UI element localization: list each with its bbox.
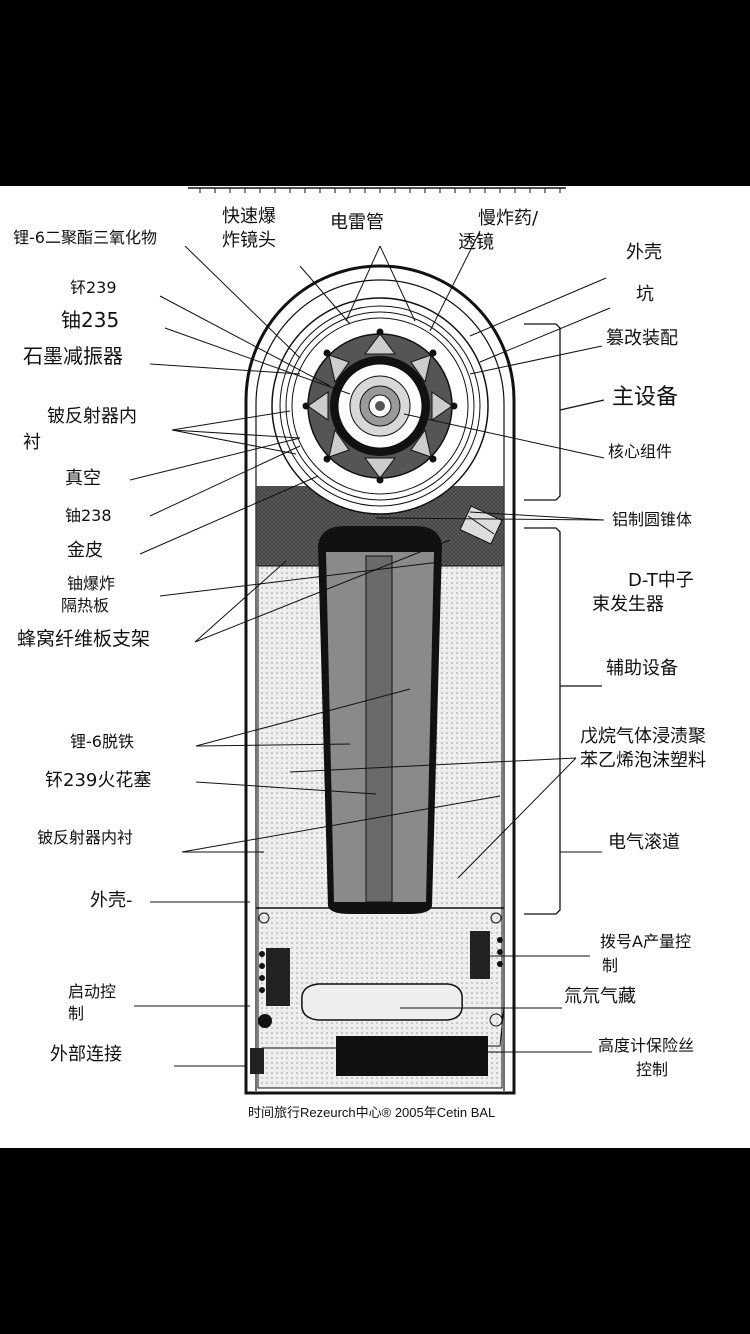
label-pit: 坑 [636, 284, 654, 305]
label-be-reflector-lower: 铍反射器内衬 [37, 828, 134, 847]
label-tamper: 篡改装配 [606, 328, 678, 349]
label-pu239: 钚239 [70, 278, 117, 297]
label-fast-lens-line2: 炸镜头 [222, 230, 276, 251]
label-deuterium-reservoir: 氚氘气藏 [564, 986, 636, 1007]
label-altimeter-line1: 高度计保险丝 [598, 1036, 695, 1055]
label-be-reflector-line2: 衬 [23, 432, 41, 453]
label-foam-line1: 戊烷气体浸渍聚 [580, 726, 706, 747]
label-foam-line2: 苯乙烯泡沫塑料 [580, 750, 706, 771]
label-slow-lens-line1: 慢炸药/ [478, 208, 539, 229]
credit-line: 时间旅行Rezeurch中心® 2005年Cetin BAL [248, 1105, 496, 1120]
label-li6-deiron: 锂-6脱铁 [70, 732, 134, 751]
label-outer-shell: 外壳 [626, 242, 662, 263]
label-u235: 铀235 [61, 308, 120, 332]
label-li6-trioxide: 锂-6二聚酯三氧化物 [13, 228, 157, 247]
primary-sphere [271, 297, 489, 515]
label-dt-generator-line1: D-T中子 [628, 570, 694, 591]
label-dt-generator-line2: 束发生器 [592, 594, 664, 615]
section-brackets [524, 323, 605, 915]
label-dial-a-line1: 拨号A产量控 [600, 932, 691, 951]
label-aux-equipment: 辅助设备 [606, 658, 678, 679]
label-be-reflector-line1: 铍反射器内 [47, 406, 137, 427]
lower-equipment-bay [250, 907, 505, 1076]
leader-lines [129, 230, 611, 1067]
label-external-connection: 外部连接 [50, 1044, 122, 1065]
label-pu239-sparkplug: 钚239火花塞 [45, 770, 152, 791]
bomb-cross-section-diagram [129, 187, 611, 1095]
diagram-panel: 锂-6二聚酯三氧化物 快速爆 炸镜头 电雷管 慢炸药/ 透镜 外壳 坑 钚239… [0, 186, 750, 1148]
label-gold-skin: 金皮 [67, 540, 103, 561]
top-ruler [188, 187, 566, 193]
label-u238: 铀238 [65, 506, 112, 525]
label-fast-lens-line1: 快速爆 [222, 206, 276, 227]
label-aluminum-cone: 铝制圆锥体 [612, 510, 693, 529]
label-slow-lens-line2: 透镜 [458, 232, 494, 253]
label-u-blast-line1: 铀爆炸 [67, 574, 116, 593]
label-dial-a-line2: 制 [602, 956, 619, 975]
label-main-device: 主设备 [612, 385, 679, 410]
label-start-control-line2: 制 [68, 1004, 85, 1023]
label-u-blast-line2: 隔热板 [61, 596, 110, 615]
label-core-assembly: 核心组件 [608, 442, 673, 461]
label-altimeter-line2: 控制 [636, 1060, 669, 1079]
label-vacuum: 真空 [65, 468, 101, 489]
label-graphite-damper: 石墨减振器 [23, 344, 123, 368]
label-electric-channel: 电气滚道 [608, 832, 680, 853]
secondary-stage [318, 526, 442, 914]
label-detonator: 电雷管 [330, 212, 384, 233]
label-start-control-line1: 启动控 [68, 982, 117, 1001]
label-honeycomb-support: 蜂窝纤维板支架 [17, 628, 151, 650]
label-outer-shell-lower: 外壳- [90, 890, 133, 911]
